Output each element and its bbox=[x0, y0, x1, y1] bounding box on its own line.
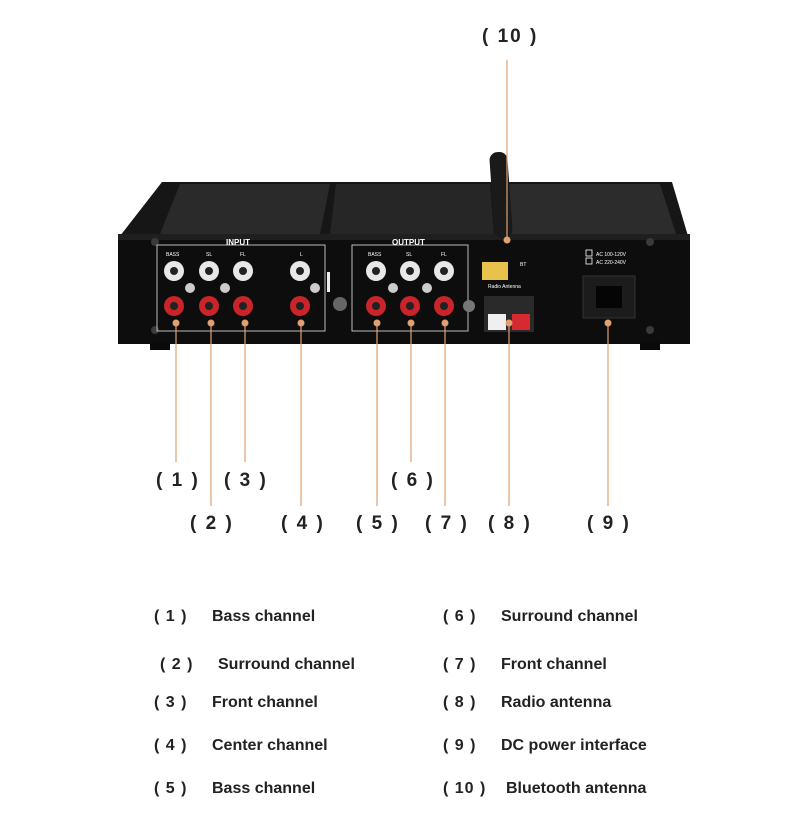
legend-number: ( 6 ) bbox=[443, 608, 477, 625]
legend-label: Bluetooth antenna bbox=[506, 780, 647, 797]
legend-item-9: ( 9 ) DC power interface bbox=[443, 737, 647, 755]
output-panel: OUTPUT BASS SL FL bbox=[351, 238, 469, 332]
legend-item-4: ( 4 ) Center channel bbox=[154, 737, 328, 755]
legend-label: Surround channel bbox=[218, 656, 355, 673]
legend-item-2: ( 2 ) Surround channel bbox=[160, 656, 355, 674]
legend-number: ( 9 ) bbox=[443, 737, 477, 754]
legend-number: ( 8 ) bbox=[443, 694, 477, 711]
legend-item-5: ( 5 ) Bass channel bbox=[154, 780, 315, 798]
input-rca-jacks bbox=[164, 261, 347, 316]
legend-label: Front channel bbox=[212, 694, 318, 711]
input-l-label: L bbox=[300, 252, 303, 258]
input-panel: INPUT BASS SL FL L bbox=[156, 238, 326, 332]
legend-number: ( 3 ) bbox=[154, 694, 188, 711]
input-bass-label: BASS bbox=[166, 252, 180, 258]
output-rca-jacks bbox=[366, 261, 475, 316]
callout-10: ( 10 ) bbox=[482, 26, 539, 47]
legend-label: Bass channel bbox=[212, 608, 316, 625]
callout-6: ( 6 ) bbox=[391, 470, 435, 491]
input-fl-label: FL bbox=[240, 252, 246, 258]
callout-3: ( 3 ) bbox=[224, 470, 268, 491]
input-label: INPUT bbox=[226, 238, 250, 247]
legend-item-3: ( 3 ) Front channel bbox=[154, 694, 318, 712]
output-bass-label: BASS bbox=[368, 252, 382, 258]
legend-number: ( 5 ) bbox=[154, 780, 188, 797]
radio-antenna-label: Radio Antenna bbox=[488, 284, 521, 290]
ac-voltage-2: AC 220-240V bbox=[596, 260, 627, 266]
callout-markers bbox=[172, 236, 612, 327]
input-sl-label: SL bbox=[206, 252, 212, 258]
legend-label: Center channel bbox=[212, 737, 328, 754]
callout-5: ( 5 ) bbox=[356, 513, 400, 534]
legend-label: Surround channel bbox=[501, 608, 638, 625]
callout-7: ( 7 ) bbox=[425, 513, 469, 534]
legend-item-7: ( 7 ) Front channel bbox=[443, 656, 607, 674]
callout-lines bbox=[175, 60, 609, 506]
legend-number: ( 1 ) bbox=[154, 608, 188, 625]
bt-label: BT bbox=[520, 262, 526, 268]
output-sl-label: SL bbox=[406, 252, 412, 258]
output-label: OUTPUT bbox=[392, 238, 425, 247]
legend-item-8: ( 8 ) Radio antenna bbox=[443, 694, 611, 712]
callout-8: ( 8 ) bbox=[488, 513, 532, 534]
ac-voltage-1: AC 100-120V bbox=[596, 252, 627, 258]
legend-label: Radio antenna bbox=[501, 694, 612, 711]
legend-number: ( 2 ) bbox=[160, 656, 194, 673]
legend-label: DC power interface bbox=[501, 737, 647, 754]
legend-number: ( 10 ) bbox=[443, 780, 487, 797]
legend-item-10: ( 10 ) Bluetooth antenna bbox=[443, 780, 646, 798]
power-socket: AC 100-120V AC 220-240V bbox=[582, 249, 636, 319]
legend-label: Front channel bbox=[501, 656, 607, 673]
callout-4: ( 4 ) bbox=[281, 513, 325, 534]
callout-2: ( 2 ) bbox=[190, 513, 234, 534]
legend-item-6: ( 6 ) Surround channel bbox=[443, 608, 638, 626]
legend-item-1: ( 1 ) Bass channel bbox=[154, 608, 315, 626]
legend-number: ( 4 ) bbox=[154, 737, 188, 754]
output-fl-label: FL bbox=[441, 252, 447, 258]
callout-9: ( 9 ) bbox=[587, 513, 631, 534]
callout-1: ( 1 ) bbox=[156, 470, 200, 491]
legend-number: ( 7 ) bbox=[443, 656, 477, 673]
legend-label: Bass channel bbox=[212, 780, 316, 797]
